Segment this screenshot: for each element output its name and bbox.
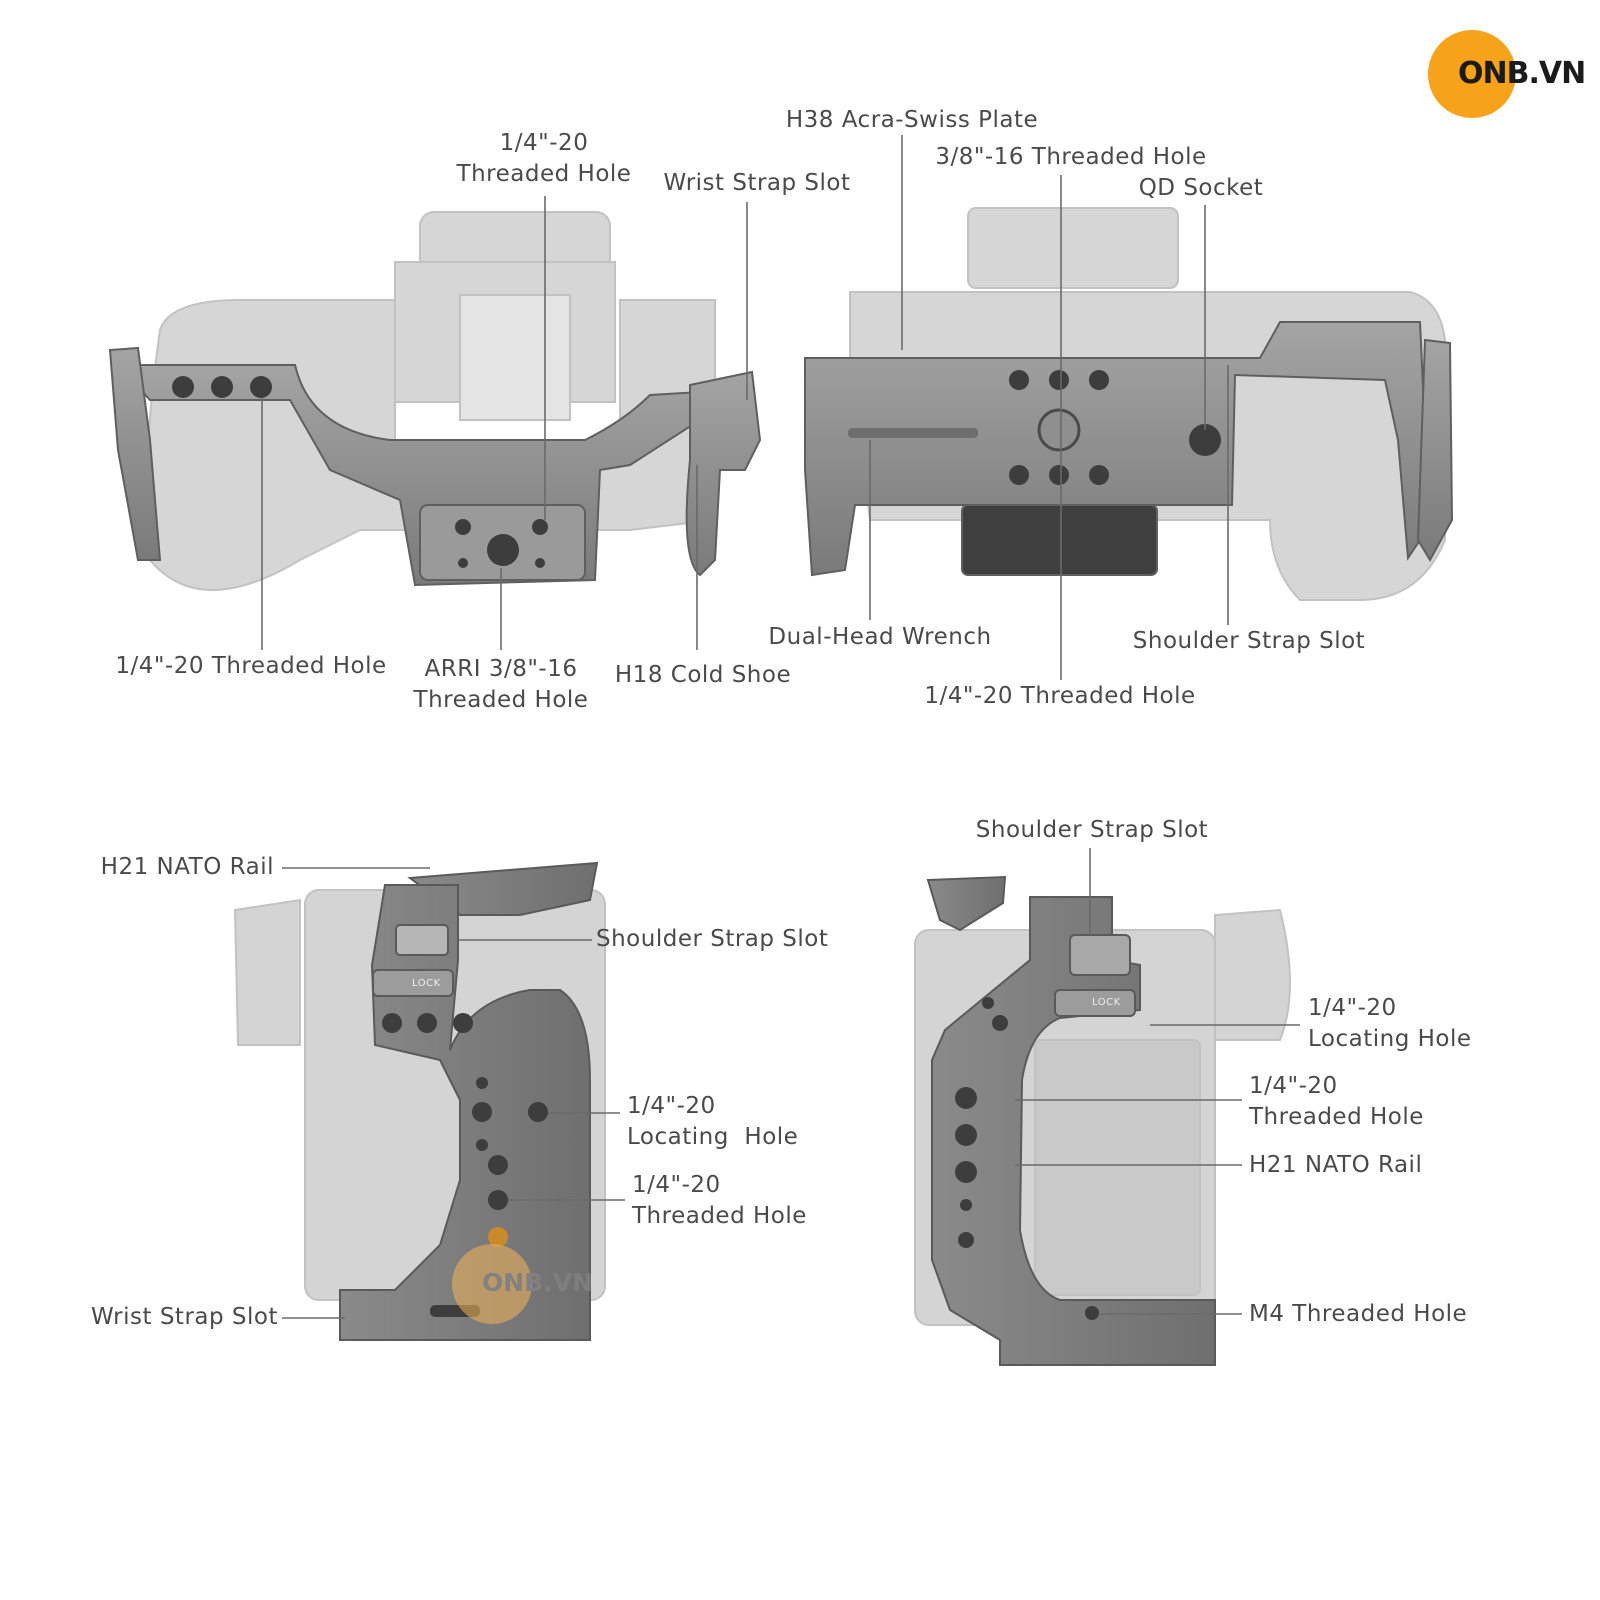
right-m4-hole-label: M4 Threaded Hole xyxy=(1249,1301,1468,1327)
bottom-threaded-hole-38-label: 3/8"-16 Threaded Hole xyxy=(935,144,1207,170)
m4-hole-icon xyxy=(1085,1306,1099,1320)
right-nato-rail-label: H21 NATO Rail xyxy=(1249,1152,1423,1178)
right-hole-7 xyxy=(958,1232,974,1248)
top-left-threaded-hole-label: 1/4"-20 Threaded Hole xyxy=(115,653,387,679)
left-wrist-strap-slot-label: Wrist Strap Slot xyxy=(90,1304,278,1330)
locating-hole-icon xyxy=(528,1102,548,1122)
right-view-cage xyxy=(926,875,1216,1366)
bottom-qd-socket-label: QD Socket xyxy=(1138,175,1264,201)
left-locating-hole-label: 1/4"-20 Locating Hole xyxy=(627,1093,799,1150)
left-hole-5 xyxy=(472,1102,492,1122)
bottom-view-holes xyxy=(848,370,1221,485)
brand-logo: ONB.VN xyxy=(1428,30,1586,120)
left-lock-text: LOCK xyxy=(412,978,441,989)
bottom-threaded-hole-label: 1/4"-20 Threaded Hole xyxy=(924,683,1196,709)
bottom-shoulder-strap-slot-label: Shoulder Strap Slot xyxy=(1132,628,1366,654)
bottom-hole-5 xyxy=(1049,465,1069,485)
right-threaded-hole-label: 1/4"-20 Threaded Hole xyxy=(1249,1073,1424,1130)
top-view-leader-lines xyxy=(261,196,748,650)
top-hole-6 xyxy=(458,558,468,568)
threaded-hole-38-icon xyxy=(1037,408,1081,452)
brand-logo-text: ONB.VN xyxy=(1458,56,1586,91)
left-hole-6 xyxy=(476,1139,488,1151)
right-side-view xyxy=(914,848,1300,1366)
left-hole-3 xyxy=(453,1013,473,1033)
left-view-cage xyxy=(339,861,599,1341)
right-shoulder-strap-slot-label: Shoulder Strap Slot xyxy=(975,817,1209,843)
left-hole-7 xyxy=(488,1155,508,1175)
left-shoulder-strap-slot-label: Shoulder Strap Slot xyxy=(596,926,829,952)
top-hole-1 xyxy=(172,376,194,398)
top-view-holes xyxy=(172,376,548,568)
top-hole-3 xyxy=(250,376,272,398)
right-hole-1 xyxy=(982,997,994,1009)
right-hole-6 xyxy=(960,1199,972,1211)
right-hole-4 xyxy=(955,1124,977,1146)
top-hole-5 xyxy=(532,519,548,535)
watermark-circle-icon xyxy=(452,1244,532,1324)
right-view-leader-lines xyxy=(1015,848,1300,1315)
bottom-hole-3 xyxy=(1089,370,1109,390)
bottom-hole-2 xyxy=(1049,370,1069,390)
arri-hole-icon xyxy=(487,534,519,566)
right-hole-3 xyxy=(955,1087,977,1109)
top-threaded-hole-label: 1/4"-20 Threaded Hole xyxy=(456,130,632,187)
top-cold-shoe-label: H18 Cold Shoe xyxy=(614,662,792,688)
top-view xyxy=(108,196,762,650)
right-locating-hole-label: 1/4"-20 Locating Hole xyxy=(1308,995,1472,1052)
left-view-leader-lines xyxy=(282,867,625,1319)
wrench-icon xyxy=(848,428,978,438)
left-side-view xyxy=(233,861,625,1341)
watermark: ONB.VN xyxy=(452,1244,612,1334)
bottom-view-leader-lines xyxy=(869,135,1229,680)
top-hole-4 xyxy=(455,519,471,535)
qd-socket-icon xyxy=(1189,424,1221,456)
threaded-hole-icon xyxy=(488,1190,508,1210)
left-hole-2 xyxy=(417,1013,437,1033)
right-hole-5 xyxy=(955,1161,977,1183)
top-arri-hole-label: ARRI 3/8"-16 Threaded Hole xyxy=(413,656,589,713)
brand-circle-icon xyxy=(1428,30,1516,118)
right-view-holes xyxy=(955,997,1099,1320)
top-hole-7 xyxy=(535,558,545,568)
bottom-hole-4 xyxy=(1009,465,1029,485)
right-lock-text: LOCK xyxy=(1092,997,1121,1008)
bottom-view-cage xyxy=(804,321,1454,577)
top-wrist-strap-slot-label: Wrist Strap Slot xyxy=(663,170,851,196)
bottom-acra-plate-label: H38 Acra-Swiss Plate xyxy=(785,107,1039,133)
left-threaded-hole-label: 1/4"-20 Threaded Hole xyxy=(632,1172,807,1229)
bottom-hole-1 xyxy=(1009,370,1029,390)
left-hole-1 xyxy=(382,1013,402,1033)
bottom-wrench-label: Dual-Head Wrench xyxy=(768,624,992,650)
top-hole-2 xyxy=(211,376,233,398)
left-hole-4 xyxy=(476,1077,488,1089)
left-hole-8 xyxy=(488,1227,508,1247)
watermark-text: ONB.VN xyxy=(482,1268,593,1297)
bottom-hole-6 xyxy=(1089,465,1109,485)
bottom-view xyxy=(804,135,1454,680)
left-nato-rail-label: H21 NATO Rail xyxy=(100,854,274,880)
right-hole-2 xyxy=(992,1015,1008,1031)
